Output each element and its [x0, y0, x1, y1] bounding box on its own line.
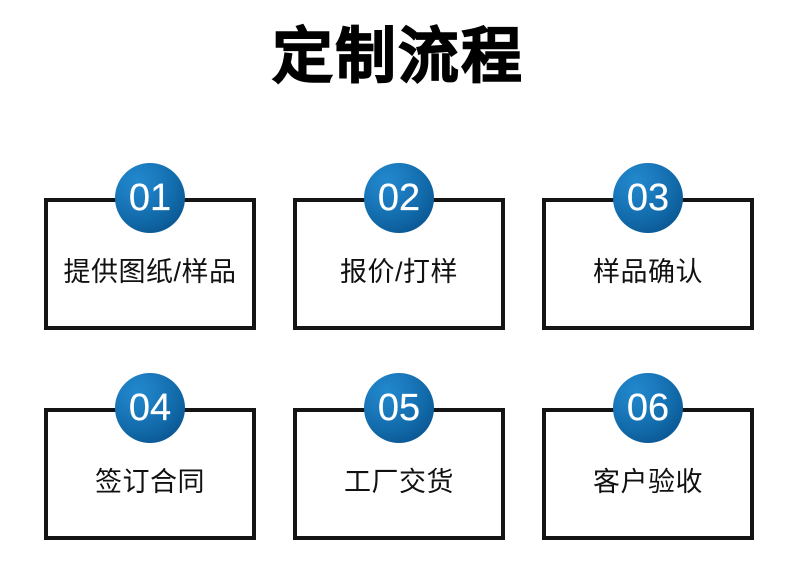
process-step-03: 样品确认 03: [542, 163, 754, 330]
step-number: 01: [128, 177, 172, 219]
step-number-badge: 05: [364, 373, 434, 443]
process-step-06: 客户验收 06: [542, 373, 754, 540]
step-label: 样品确认: [593, 257, 703, 287]
step-number: 02: [377, 177, 421, 219]
step-number-badge: 02: [364, 163, 434, 233]
step-label: 提供图纸/样品: [63, 257, 237, 287]
step-label: 签订合同: [95, 467, 205, 497]
step-number: 04: [128, 387, 172, 429]
process-step-02: 报价/打样 02: [293, 163, 505, 330]
step-label: 客户验收: [593, 467, 703, 497]
step-number-badge: 03: [613, 163, 683, 233]
page-title: 定制流程: [272, 22, 525, 91]
process-step-04: 签订合同 04: [44, 373, 256, 540]
step-number: 05: [377, 387, 421, 429]
process-step-05: 工厂交货 05: [293, 373, 505, 540]
step-number: 06: [626, 387, 670, 429]
step-number-badge: 06: [613, 373, 683, 443]
process-step-01: 提供图纸/样品 01: [44, 163, 256, 330]
step-number: 03: [626, 177, 670, 219]
step-label: 报价/打样: [339, 257, 458, 287]
step-number-badge: 04: [115, 373, 185, 443]
step-label: 工厂交货: [344, 467, 454, 497]
step-number-badge: 01: [115, 163, 185, 233]
